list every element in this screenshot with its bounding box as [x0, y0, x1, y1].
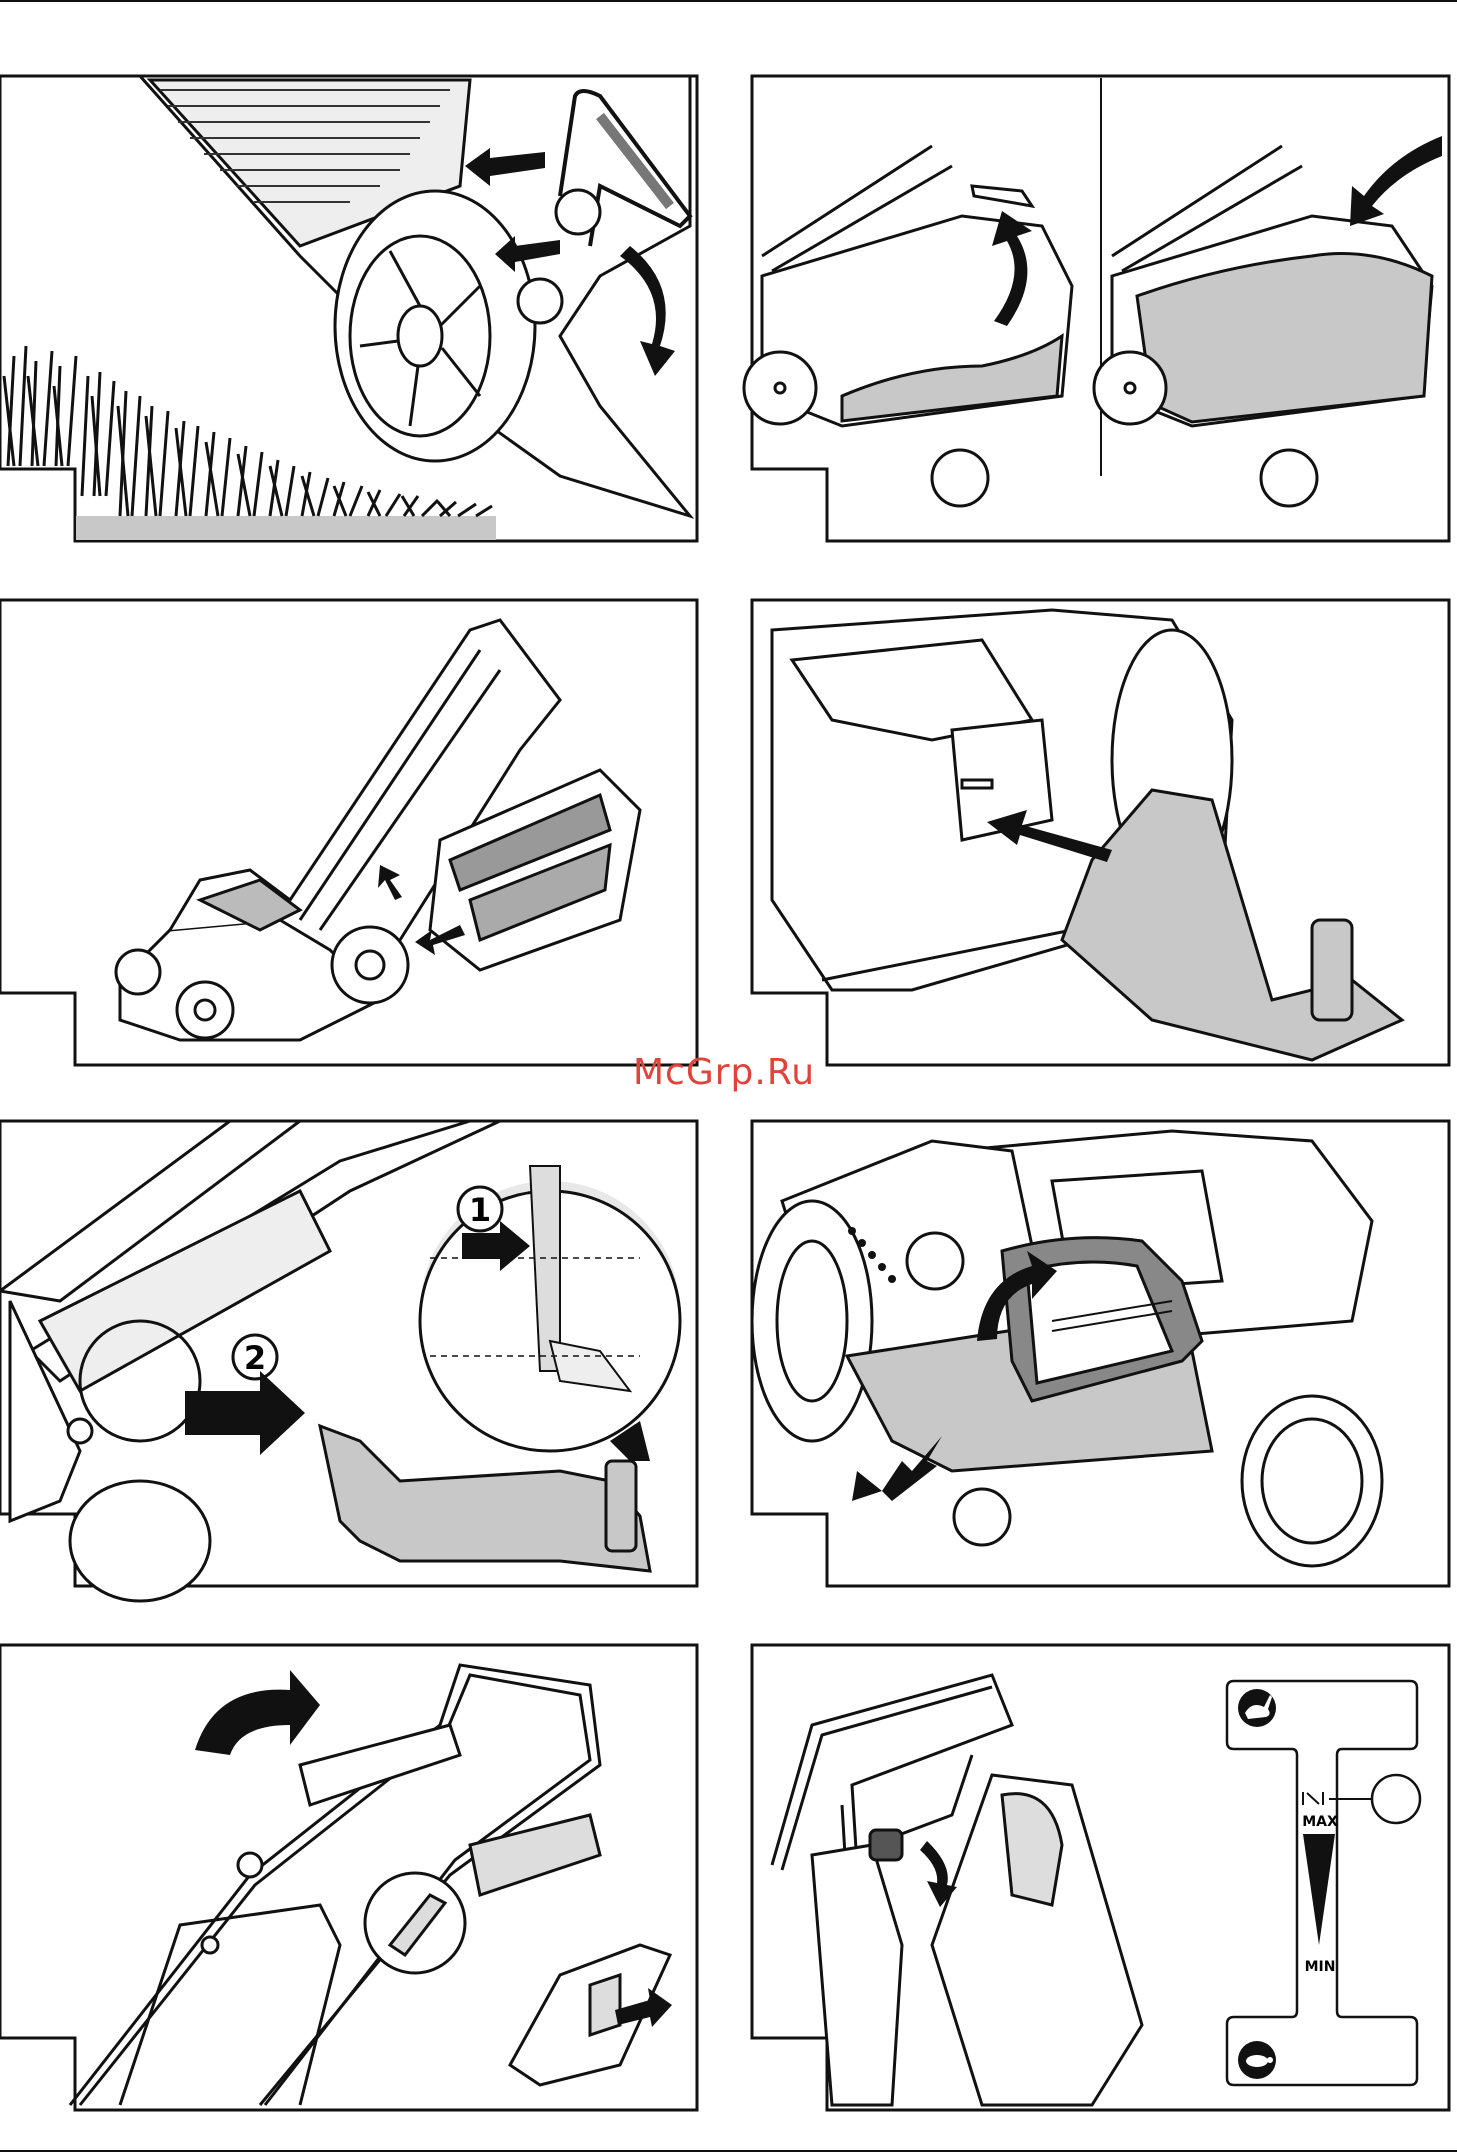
callout-circle-b — [518, 279, 562, 323]
panel-7-handle-folding — [0, 1645, 698, 2111]
rear-wheel — [335, 191, 535, 461]
detail-magnifier — [365, 1873, 465, 1973]
turtle-icon — [1238, 2041, 1276, 2079]
callout-2-label: 2 — [244, 1339, 266, 1377]
panel-3-mower-with-bag — [0, 600, 698, 1066]
watermark: McGrp.Ru — [633, 1052, 815, 1093]
bottom-rule — [0, 2150, 1457, 2152]
panel-6-rear-flap-side-discharge — [752, 1121, 1450, 1587]
top-rule — [0, 0, 1457, 2]
callout-circle — [1372, 1775, 1420, 1823]
callout-1: 1 — [458, 1187, 502, 1231]
callout-circle-a — [932, 450, 988, 506]
max-label: MAX — [1302, 1814, 1338, 1830]
panel-8-speed-control: MAX MIN — [752, 1645, 1450, 2111]
callout-circle-a — [907, 1233, 963, 1289]
callout-circle-b — [1261, 450, 1317, 506]
callout-2: 2 — [233, 1335, 277, 1379]
min-label: MIN — [1305, 1959, 1336, 1975]
callout-circle-b — [954, 1489, 1010, 1545]
panel-4-mulching-plug-insert — [752, 600, 1450, 1066]
callout-circle-a — [556, 190, 600, 234]
panel-1-rear-wheel-height — [0, 76, 698, 542]
panel-5-plug-installation: 1 2 — [0, 1121, 698, 1587]
rabbit-icon — [1238, 1689, 1276, 1727]
panel-2-bag-fill-indicator — [752, 76, 1450, 542]
callout-1-label: 1 — [469, 1191, 491, 1229]
